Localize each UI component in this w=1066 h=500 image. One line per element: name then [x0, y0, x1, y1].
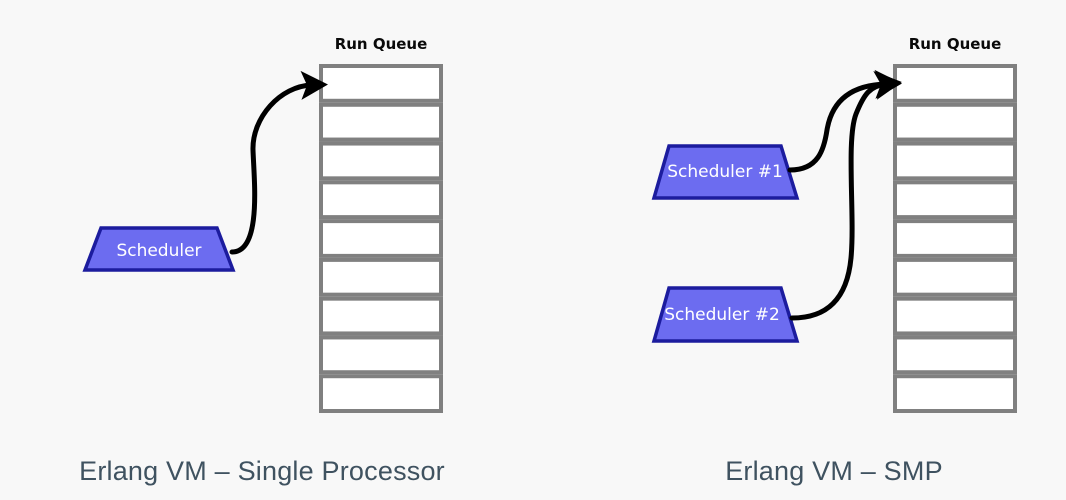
run-queue-cell[interactable]	[319, 257, 443, 297]
run-queue-label: Run Queue	[335, 35, 428, 53]
run-queue-cell[interactable]	[893, 335, 1017, 375]
run-queue-cell[interactable]	[893, 374, 1017, 414]
run-queue-cell[interactable]	[319, 64, 443, 103]
run-queue-cell[interactable]	[893, 296, 1017, 336]
run-queue-cell[interactable]	[893, 180, 1017, 220]
run-queue-label: Run Queue	[909, 35, 1002, 53]
scheduler-trapezoid[interactable]	[651, 286, 800, 343]
run-queue-cell[interactable]	[893, 257, 1017, 297]
scheduler-shape-scheduler-1[interactable]: Scheduler #1	[651, 144, 800, 200]
scheduler-label: Scheduler #2	[664, 305, 780, 325]
panel-caption-smp: Erlang VM – SMP	[725, 456, 943, 486]
run-queue-cell[interactable]	[319, 219, 443, 258]
scheduler-shape-scheduler[interactable]: Scheduler	[82, 226, 236, 272]
panel-caption-single-processor: Erlang VM – Single Processor	[79, 456, 445, 486]
run-queue-cell[interactable]	[893, 102, 1017, 142]
run-queue-single-processor: Run Queue	[319, 35, 443, 414]
scheduler-trapezoid[interactable]	[82, 226, 236, 272]
run-queue-cell[interactable]	[319, 296, 443, 336]
flow-arrow-scheduler-2-to-queue	[789, 70, 902, 321]
scheduler-label: Scheduler	[116, 241, 201, 261]
run-queue-cell[interactable]	[319, 102, 443, 142]
scheduler-trapezoid[interactable]	[651, 144, 800, 200]
flow-arrow-scheduler-to-queue	[229, 70, 328, 255]
flow-arrow-scheduler-1-to-queue	[787, 69, 902, 173]
run-queue-cell[interactable]	[893, 219, 1017, 258]
run-queue-cell[interactable]	[319, 374, 443, 414]
run-queue-cell[interactable]	[893, 64, 1017, 103]
run-queue-cell[interactable]	[319, 141, 443, 181]
run-queue-smp: Run Queue	[893, 35, 1017, 414]
scheduler-label: Scheduler #1	[667, 162, 783, 182]
run-queue-cell[interactable]	[319, 180, 443, 220]
scheduler-shape-scheduler-2[interactable]: Scheduler #2	[651, 286, 800, 343]
run-queue-cell[interactable]	[893, 141, 1017, 181]
run-queue-cell[interactable]	[319, 335, 443, 375]
